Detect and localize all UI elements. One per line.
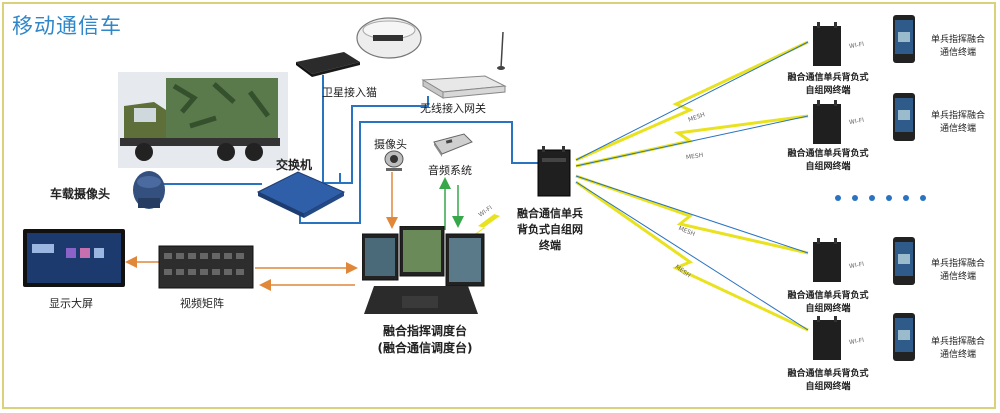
video-matrix-label: 视频矩阵 xyxy=(180,297,224,310)
unit3-backpack-line2: 自组网终端 xyxy=(805,304,851,314)
display-screen-icon xyxy=(23,229,125,287)
wireless-gateway-icon xyxy=(421,31,507,99)
console-label-line2: (融合通信调度台) xyxy=(377,341,473,355)
vehicle-camera-label: 车载摄像头 xyxy=(50,187,111,201)
unit4-handset-line2: 通信终端 xyxy=(939,350,976,360)
unit2-backpack-icon xyxy=(813,100,841,144)
audio-system-icon xyxy=(433,133,473,157)
lightning-console-backpack xyxy=(465,206,505,242)
unit2-handset-label: 单兵指挥融合 通信终端 xyxy=(920,108,996,134)
satellite-modem-icon xyxy=(296,52,360,77)
unit4-backpack-label: 融合通信单兵背负式 自组网终端 xyxy=(778,366,878,392)
unit3-handset-icon xyxy=(893,237,915,285)
backpack-center-line2: 背负式自组网 xyxy=(517,223,583,236)
unit2-backpack-label: 融合通信单兵背负式 自组网终端 xyxy=(778,146,878,172)
unit1-backpack-icon xyxy=(813,22,841,66)
camera-label: 摄像头 xyxy=(374,138,407,151)
unit2-handset-line1: 单兵指挥融合 xyxy=(930,111,985,121)
cable-backpack xyxy=(299,121,540,224)
command-console-icon xyxy=(362,226,485,314)
unit4-backpack-line2: 自组网终端 xyxy=(805,382,851,392)
unit4-backpack-line1: 融合通信单兵背负式 xyxy=(787,369,869,379)
unit4-handset-label: 单兵指挥融合 通信终端 xyxy=(920,334,996,360)
cable-gateway xyxy=(340,96,429,184)
audio-system-label: 音频系统 xyxy=(428,164,472,177)
backpack-center-label: 融合通信单兵 背负式自组网 终端 xyxy=(500,205,600,253)
unit3-backpack-icon xyxy=(813,238,841,282)
gateway-label: 无线接入网关 xyxy=(420,102,486,115)
backpack-terminal-icon xyxy=(537,146,571,197)
unit1-backpack-line1: 融合通信单兵背负式 xyxy=(787,73,869,83)
unit3-handset-label: 单兵指挥融合 通信终端 xyxy=(920,256,996,282)
unit3-backpack-line1: 融合通信单兵背负式 xyxy=(787,291,869,301)
display-screen-label: 显示大屏 xyxy=(49,297,93,310)
backpack-center-line3: 终端 xyxy=(539,239,561,252)
satellite-dish-icon xyxy=(356,17,422,59)
unit1-backpack-line2: 自组网终端 xyxy=(805,86,851,96)
video-matrix-icon xyxy=(158,245,254,289)
unit1-handset-icon xyxy=(893,15,915,63)
unit2-handset-line2: 通信终端 xyxy=(939,124,976,134)
network-switch-icon xyxy=(256,171,346,218)
unit2-handset-icon xyxy=(893,93,915,141)
unit3-handset-line1: 单兵指挥融合 xyxy=(930,259,985,269)
cable-satellite xyxy=(322,75,341,184)
lightning-link-1 xyxy=(575,40,809,162)
console-label-line1: 融合指挥调度台 xyxy=(382,324,467,338)
lightning-link-4 xyxy=(575,180,809,332)
unit4-handset-icon xyxy=(893,313,915,361)
backpack-center-line1: 融合通信单兵 xyxy=(517,207,583,220)
satellite-label: 卫星接入猫 xyxy=(322,86,377,99)
vehicle-camera-icon xyxy=(133,171,165,209)
unit1-handset-label: 单兵指挥融合 通信终端 xyxy=(920,32,996,58)
unit1-backpack-label: 融合通信单兵背负式 自组网终端 xyxy=(778,70,878,96)
switch-label: 交换机 xyxy=(276,158,313,172)
unit2-backpack-line1: 融合通信单兵背负式 xyxy=(787,149,869,159)
unit4-handset-line1: 单兵指挥融合 xyxy=(930,337,985,347)
unit1-handset-line2: 通信终端 xyxy=(939,48,976,58)
unit2-backpack-line2: 自组网终端 xyxy=(805,162,851,172)
diagram-frame xyxy=(2,2,996,409)
comm-vehicle-icon xyxy=(118,72,288,168)
diagram-title: 移动通信车 xyxy=(12,14,122,38)
unit3-backpack-label: 融合通信单兵背负式 自组网终端 xyxy=(778,288,878,314)
command-console-label: 融合指挥调度台 (融合通信调度台) xyxy=(360,322,490,356)
more-units-dots xyxy=(835,195,926,201)
camera-icon xyxy=(384,150,404,171)
unit4-backpack-icon xyxy=(813,316,841,360)
lightning-link-3 xyxy=(575,174,809,255)
unit1-handset-line1: 单兵指挥融合 xyxy=(930,35,985,45)
unit3-handset-line2: 通信终端 xyxy=(939,272,976,282)
